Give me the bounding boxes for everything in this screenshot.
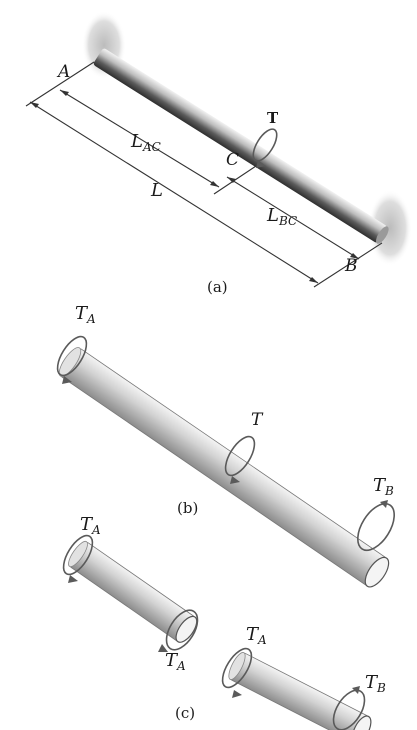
wall-support-b (368, 190, 412, 266)
dimension-lines (25, 61, 383, 288)
shaft-c-left (68, 540, 198, 643)
torque-arrow-t-b (224, 435, 256, 484)
torque-arrow-tb-c-right (332, 686, 366, 730)
label-l: L (150, 180, 163, 201)
torque-arrow-ta-c-left-bottom (158, 609, 199, 652)
label-c: C (226, 150, 239, 170)
label-ta-b: TA (75, 303, 96, 326)
caption-b: (b) (177, 499, 198, 517)
label-l-ac: LAC (130, 131, 161, 154)
caption-c: (c) (175, 704, 195, 722)
torque-arrow-tb-b (357, 500, 395, 552)
label-t: T (267, 109, 279, 127)
label-ta-c-right: TA (246, 624, 267, 647)
torque-arrow-t (252, 128, 278, 168)
label-ta-c-left-bottom: TA (165, 650, 186, 673)
torque-arrow-ta-c-left-top (62, 534, 94, 583)
caption-a: (a) (207, 278, 228, 296)
label-a: A (56, 62, 70, 82)
shaft-b (58, 347, 390, 588)
label-tb-c-right: TB (365, 672, 386, 695)
shaft-c-right (228, 652, 372, 730)
figure-a: A T C LAC L LBC B (a) (25, 11, 412, 296)
label-tb-b: TB (373, 475, 394, 498)
torque-arrow-ta-b (56, 335, 88, 384)
figure-b: TA T TB (b) (56, 303, 395, 588)
label-b: B (344, 256, 358, 276)
label-ta-c-left-top: TA (80, 514, 101, 537)
figure-c: TA TA TA TB (c) (62, 514, 386, 730)
torque-arrow-ta-c-right (221, 647, 253, 698)
label-t-b: T (251, 410, 264, 430)
label-l-bc: LBC (266, 205, 297, 228)
shaft-a (93, 48, 389, 244)
